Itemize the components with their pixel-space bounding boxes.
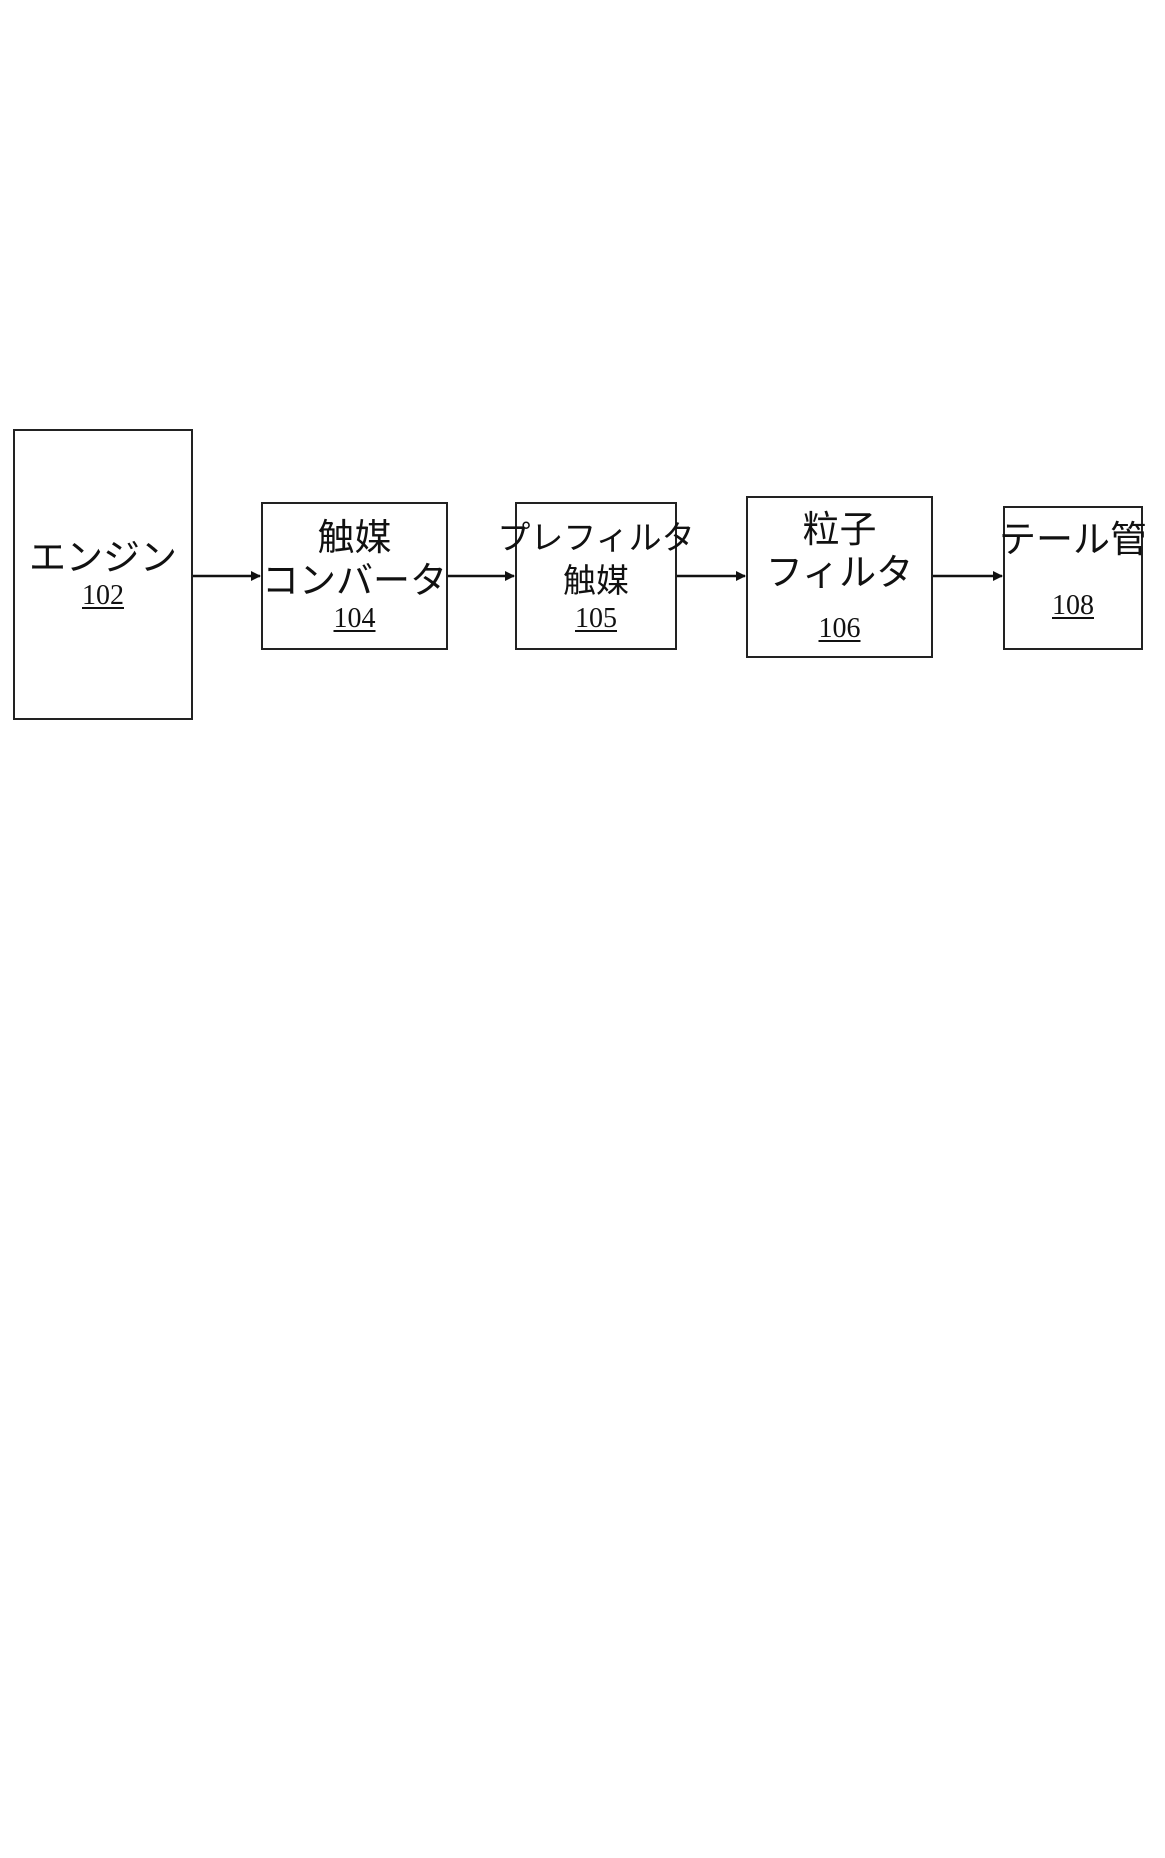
prefilter-catalyst-label-line-1: プレフィルタ [497,516,694,559]
particle-filter-label-line-2: フィルタ [766,551,913,594]
tailpipe-block: テール管 108 [1003,506,1143,650]
catalytic-converter-block: 触媒 コンバータ 104 [261,502,448,650]
particle-filter-block: 粒子 フィルタ 106 [746,496,933,658]
prefilter-catalyst-ref-number: 105 [575,602,617,636]
catalytic-converter-label-line-1: 触媒 [318,516,392,559]
prefilter-catalyst-block: プレフィルタ 触媒 105 [515,502,677,650]
prefilter-catalyst-label-line-2: 触媒 [563,559,629,602]
engine-ref-number: 102 [82,579,124,613]
catalytic-converter-label-line-2: コンバータ [262,559,447,602]
particle-filter-ref-number: 106 [819,612,861,646]
catalytic-converter-ref-number: 104 [334,602,376,636]
engine-block: エンジン 102 [13,429,193,720]
tailpipe-ref-number: 108 [1052,589,1094,623]
engine-label: エンジン [29,536,177,579]
tailpipe-label: テール管 [999,518,1147,561]
particle-filter-label-line-1: 粒子 [803,508,877,551]
